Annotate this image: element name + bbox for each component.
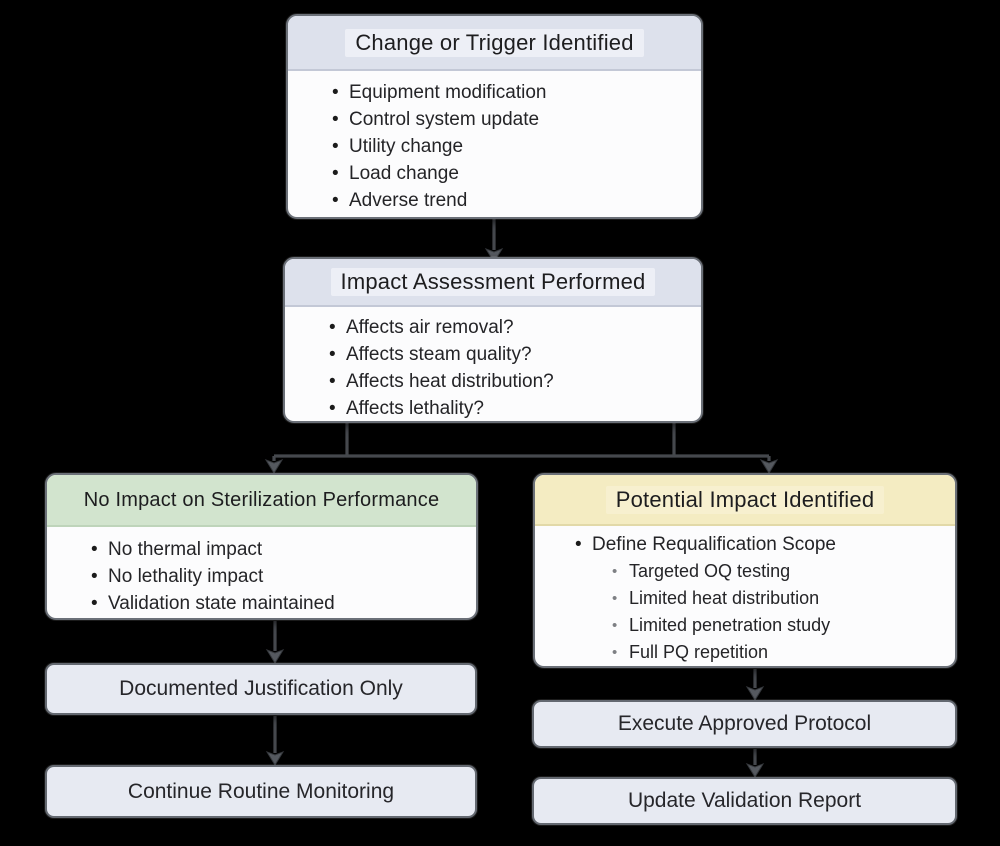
list-item: • Validation state maintained (91, 590, 466, 617)
bullet-text: No lethality impact (108, 566, 264, 587)
bullet-icon: • (332, 109, 339, 130)
bullet-icon: • (329, 317, 336, 338)
bullet-icon: • (332, 190, 339, 211)
sub-bullet-icon: • (612, 644, 618, 661)
bullet-icon: • (329, 398, 336, 419)
list-item: • Affects heat distribution? (329, 368, 691, 395)
bullet-text: Targeted OQ testing (629, 561, 791, 581)
action-label: Execute Approved Protocol (617, 712, 872, 735)
bullet-icon: • (91, 593, 98, 614)
bullet-icon: • (332, 82, 339, 103)
bullet-text: Affects heat distribution? (346, 371, 554, 392)
action-label: Documented Justification Only (119, 677, 403, 700)
bullet-icon: • (329, 371, 336, 392)
node-impact-assessment-header: Impact Assessment Performed (285, 259, 701, 307)
bullet-text: Adverse trend (349, 190, 468, 211)
bullet-icon: • (329, 344, 336, 365)
bullet-icon: • (91, 566, 98, 587)
bullet-text: Limited penetration study (629, 615, 831, 635)
bullet-text: Utility change (349, 136, 464, 157)
bullet-icon: • (575, 534, 582, 555)
node-title: Potential Impact Identified (605, 485, 885, 514)
action-label: Continue Routine Monitoring (127, 779, 395, 803)
bullet-text: Full PQ repetition (629, 642, 769, 662)
list-item: • Affects air removal? (329, 314, 691, 341)
arrowhead-down-icon (745, 686, 765, 701)
node-documented-justification: Documented Justification Only (45, 663, 477, 715)
list-item: • Utility change (332, 133, 691, 160)
bullet-text: Validation state maintained (108, 593, 335, 614)
node-execute-protocol: Execute Approved Protocol (532, 700, 957, 748)
bullet-icon: • (91, 539, 98, 560)
list-item: • Load change (332, 160, 691, 187)
list-item: • Affects lethality? (329, 395, 691, 421)
list-item: • Define Requalification Scope (575, 531, 945, 558)
list-item: • No thermal impact (91, 536, 466, 563)
sub-bullet-icon: • (612, 563, 618, 580)
node-no-impact: No Impact on Sterilization Performance •… (45, 473, 478, 620)
bullet-text: No thermal impact (108, 539, 263, 560)
bullet-list: • Equipment modification • Control system … (288, 71, 701, 214)
node-title: Impact Assessment Performed (330, 268, 656, 296)
bullet-icon: • (332, 136, 339, 157)
node-continue-monitoring: Continue Routine Monitoring (45, 765, 477, 818)
bullet-list: • Affects air removal? • Affects steam qua… (285, 307, 701, 421)
arrowhead-down-icon (759, 459, 779, 474)
node-change-trigger-header: Change or Trigger Identified (288, 16, 701, 71)
bullet-text: Define Requalification Scope (592, 534, 836, 555)
list-item: • Adverse trend (332, 187, 691, 214)
bullet-text: Limited heat distribution (629, 588, 820, 608)
bullet-text: Affects air removal? (346, 317, 514, 338)
list-sub-item: • Limited penetration study (612, 612, 945, 639)
node-title: Change or Trigger Identified (345, 28, 644, 57)
bullet-list: • Define Requalification Scope • Targeted … (535, 526, 955, 666)
arrowhead-down-icon (264, 459, 284, 474)
bullet-text: Affects steam quality? (346, 344, 532, 365)
node-update-report: Update Validation Report (532, 777, 957, 825)
list-item: • Equipment modification (332, 79, 691, 106)
arrowhead-down-icon (265, 649, 285, 664)
node-change-trigger: Change or Trigger Identified • Equipment … (286, 14, 703, 219)
node-no-impact-header: No Impact on Sterilization Performance (47, 475, 476, 527)
list-sub-item: • Limited heat distribution (612, 585, 945, 612)
arrowhead-down-icon (745, 763, 765, 778)
bullet-text: Equipment modification (349, 82, 547, 103)
action-label: Update Validation Report (627, 789, 862, 812)
node-title: No Impact on Sterilization Performance (83, 488, 440, 511)
sub-bullet-icon: • (612, 617, 618, 634)
node-impact-assessment: Impact Assessment Performed • Affects air… (283, 257, 703, 423)
list-item: • Affects steam quality? (329, 341, 691, 368)
list-sub-item: • Full PQ repetition (612, 639, 945, 666)
bullet-text: Affects lethality? (346, 398, 485, 419)
arrowhead-down-icon (265, 751, 285, 766)
list-item: • Control system update (332, 106, 691, 133)
node-potential-impact: Potential Impact Identified • Define Requ… (533, 473, 957, 668)
list-item: • No lethality impact (91, 563, 466, 590)
bullet-icon: • (332, 163, 339, 184)
list-sub-item: • Targeted OQ testing (612, 558, 945, 585)
bullet-list: •No thermal impact •No lethality impact … (47, 527, 476, 617)
bullet-text: Load change (349, 163, 459, 184)
node-potential-impact-header: Potential Impact Identified (535, 475, 955, 526)
sub-bullet-icon: • (612, 590, 618, 607)
bullet-text: Control system update (349, 109, 540, 130)
